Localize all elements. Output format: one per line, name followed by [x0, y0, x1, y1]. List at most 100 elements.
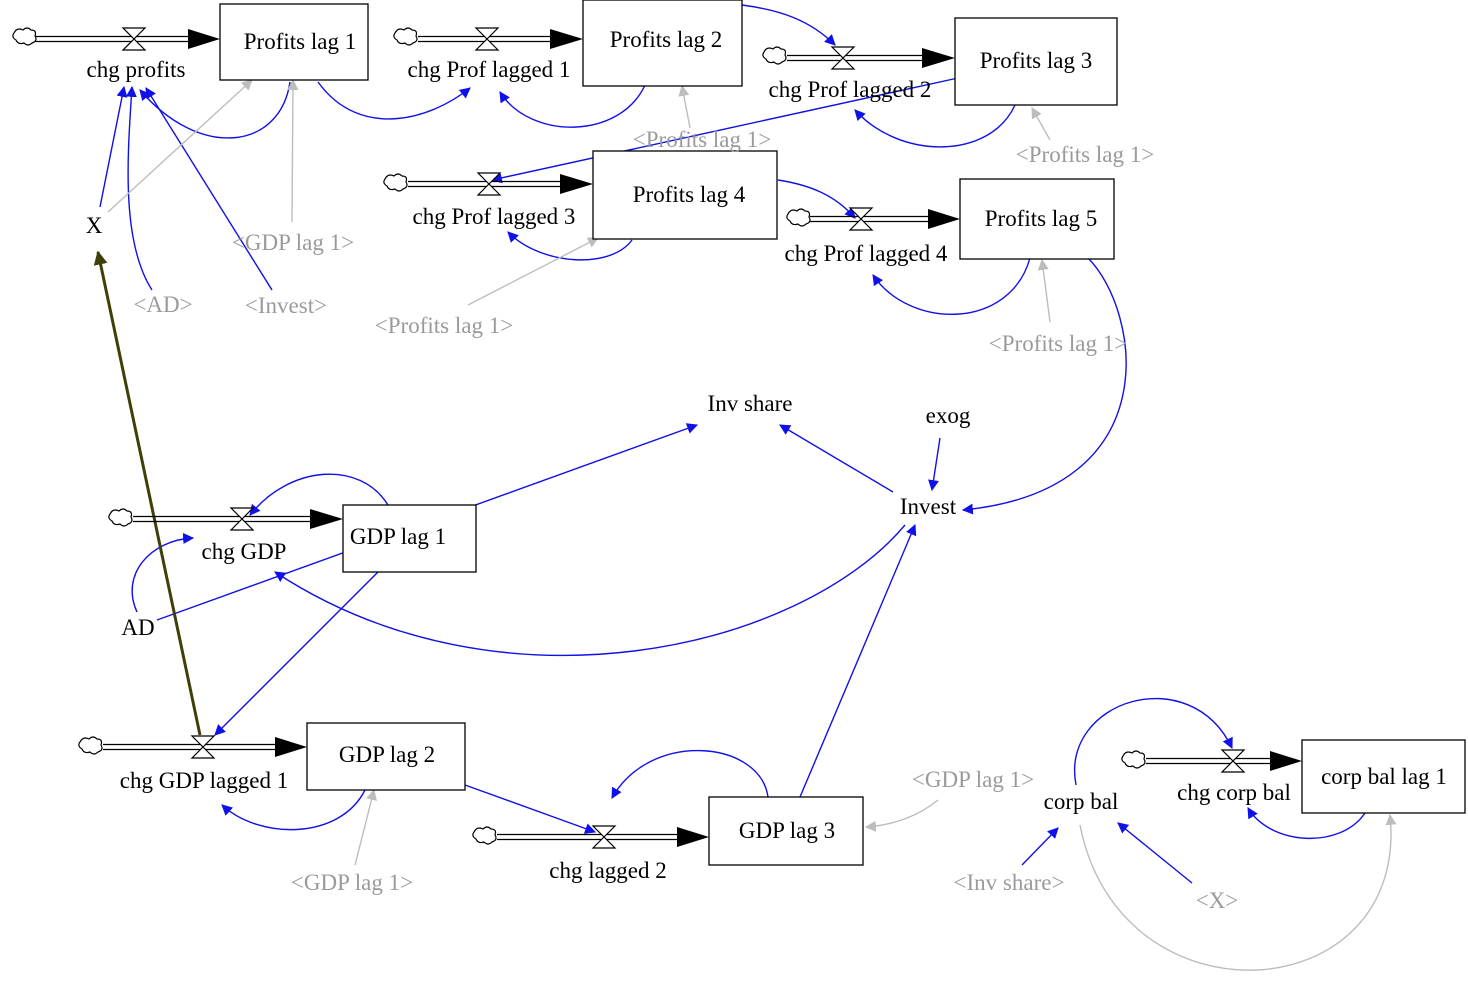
cloud-icon [12, 27, 37, 46]
flow-chg-profits-pipe [12, 27, 220, 51]
flow-chg-corp-bal-pipe [1121, 749, 1302, 773]
shadow-gdp-lag-1[interactable]: <GDP lag 1> [291, 870, 413, 895]
flow-chg-gdp-pipe [108, 507, 343, 531]
stocks: Profits lag 1 Profits lag 2 Profits lag … [219, 0, 1466, 866]
link-gdplag2-to-chglagged2 [464, 784, 597, 834]
stock-label: Profits lag 5 [985, 206, 1097, 231]
cloud-icon [762, 46, 787, 65]
flow-chg-prof-lagged-2-pipe [762, 46, 955, 70]
shadow-profits-lag-1[interactable]: <Profits lag 1> [375, 313, 513, 338]
valve-icon [121, 27, 147, 51]
link-profitslag3-to-chgproflagged2 [854, 104, 1016, 148]
flow-label-chg-prof-lagged-4[interactable]: chg Prof lagged 4 [785, 241, 948, 266]
link-profitslag5-to-invest [961, 257, 1127, 515]
valve-icon [476, 172, 502, 196]
stock-gdp-lag-3[interactable]: GDP lag 3 [708, 796, 864, 866]
shadow-inv-share[interactable]: <Inv share> [954, 870, 1065, 895]
stock-label: Profits lag 3 [980, 48, 1092, 73]
stock-corp-bal-lag-1[interactable]: corp bal lag 1 [1301, 739, 1466, 814]
flow-chg-prof-lagged-4-pipe [786, 207, 960, 231]
shadow-x[interactable]: <X> [1196, 888, 1239, 913]
stock-profits-lag-2[interactable]: Profits lag 2 [582, 0, 743, 87]
cloud-icon [393, 27, 418, 46]
link-profitslag1-shadow-to-x [107, 79, 253, 213]
link-profitslag1-shadow-to-profitslag4 [467, 237, 599, 306]
flow-label-chg-prof-lagged-2[interactable]: chg Prof lagged 2 [769, 77, 932, 102]
link-gdplag1-to-chggdp [249, 473, 389, 516]
link-profitslag2-to-chgproflagged2 [741, 4, 836, 46]
link-gdplag1-shadow-to-chgprofits [287, 78, 299, 223]
link-invshare-shadow-to-corpbal [1021, 827, 1059, 866]
cloud-icon [1121, 750, 1146, 769]
valve-icon [591, 825, 617, 849]
stock-profits-lag-5[interactable]: Profits lag 5 [959, 178, 1115, 260]
link-ad-shadow-to-chgprofits [125, 85, 153, 291]
variable-ad[interactable]: AD [121, 615, 154, 640]
shadow-invest[interactable]: <Invest> [245, 293, 327, 318]
shadow-profits-lag-1[interactable]: <Profits lag 1> [1016, 142, 1154, 167]
stock-label: corp bal lag 1 [1321, 764, 1447, 789]
link-profitslag4-to-chgproflagged3 [507, 231, 633, 261]
link-gdplag3-to-invest [799, 523, 917, 798]
link-gdplag1-shadow-to-gdplag2 [354, 788, 377, 866]
variables: X AD Inv share exog Invest corp bal [86, 213, 1119, 814]
stock-label: Profits lag 2 [610, 27, 722, 52]
link-corpballag1-to-chgcorpbal [1247, 807, 1366, 840]
link-profitslag2-to-chgproflagged1 [499, 84, 646, 128]
flow-pipes [12, 27, 1302, 849]
flow-label-chg-prof-lagged-3[interactable]: chg Prof lagged 3 [413, 204, 576, 229]
variable-x[interactable]: X [86, 213, 103, 238]
link-profitslag1-to-chgproflagged1 [317, 81, 471, 120]
link-chggdplagged1-to-x [93, 250, 202, 736]
link-x-to-chgprofits [99, 85, 128, 208]
valve-icon [190, 735, 216, 759]
link-profitslag4-to-chgproflagged4 [777, 179, 856, 219]
link-profitslag3-to-chgproflagged3 [490, 77, 959, 184]
cloud-icon [383, 173, 408, 192]
stock-profits-lag-4[interactable]: Profits lag 4 [592, 150, 778, 240]
cloud-icon [78, 736, 103, 755]
stock-profits-lag-3[interactable]: Profits lag 3 [954, 17, 1118, 106]
link-profitslag1-shadow-to-profitslag3 [1031, 107, 1051, 141]
stock-label: GDP lag 3 [739, 818, 835, 843]
link-ad-to-chggdp [131, 532, 195, 613]
shadow-ad[interactable]: <AD> [133, 292, 192, 317]
stock-gdp-lag-2[interactable]: GDP lag 2 [306, 722, 466, 791]
flow-label-chg-prof-lagged-1[interactable]: chg Prof lagged 1 [408, 57, 571, 82]
flow-label-chg-gdp-lagged-1[interactable]: chg GDP lagged 1 [120, 768, 288, 793]
link-gdplag3-to-chglagged2 [611, 749, 769, 799]
shadow-gdp-lag-1[interactable]: <GDP lag 1> [232, 230, 354, 255]
variable-inv-share[interactable]: Inv share [708, 391, 793, 416]
flow-chg-prof-lagged-3-pipe [383, 172, 593, 196]
flow-label-chg-profits[interactable]: chg profits [86, 57, 185, 82]
valve-icon [474, 27, 500, 51]
stock-gdp-lag-1[interactable]: GDP lag 1 [342, 504, 477, 573]
flow-label-chg-gdp[interactable]: chg GDP [202, 539, 287, 564]
link-invest-shadow-to-chgprofits [145, 87, 273, 291]
link-exog-to-invest [928, 437, 941, 492]
flow-label-chg-lagged-2[interactable]: chg lagged 2 [549, 858, 667, 883]
flow-labels: chg profits chg Prof lagged 1 chg Prof l… [86, 57, 1290, 883]
variable-invest[interactable]: Invest [900, 494, 957, 519]
stock-label: GDP lag 1 [350, 524, 446, 549]
link-gdplag2-to-chggdplagged1 [221, 789, 366, 831]
flow-chg-prof-lagged-1-pipe [393, 27, 583, 51]
link-invest-to-chggdp [274, 524, 906, 657]
link-profitslag1-shadow-to-profitslag5 [1037, 258, 1051, 323]
link-corpbal-to-corpballag1 [1079, 813, 1397, 971]
valve-icon [848, 207, 874, 231]
variable-corp-bal[interactable]: corp bal [1044, 789, 1119, 814]
valve-icon [229, 507, 255, 531]
variable-exog[interactable]: exog [926, 403, 971, 428]
link-gdplag1-shadow-to-gdplag3 [864, 799, 939, 832]
link-x-shadow-to-corpbal [1117, 822, 1193, 884]
shadow-gdp-lag-1[interactable]: <GDP lag 1> [912, 767, 1034, 792]
flow-label-chg-corp-bal[interactable]: chg corp bal [1177, 780, 1291, 805]
shadow-profits-lag-1[interactable]: <Profits lag 1> [633, 127, 771, 152]
shadow-profits-lag-1[interactable]: <Profits lag 1> [989, 331, 1127, 356]
stock-label: GDP lag 2 [339, 742, 435, 767]
cloud-icon [108, 508, 133, 527]
stock-profits-lag-1[interactable]: Profits lag 1 [219, 3, 369, 81]
link-corpbal-to-chgcorpbal [1073, 697, 1233, 786]
